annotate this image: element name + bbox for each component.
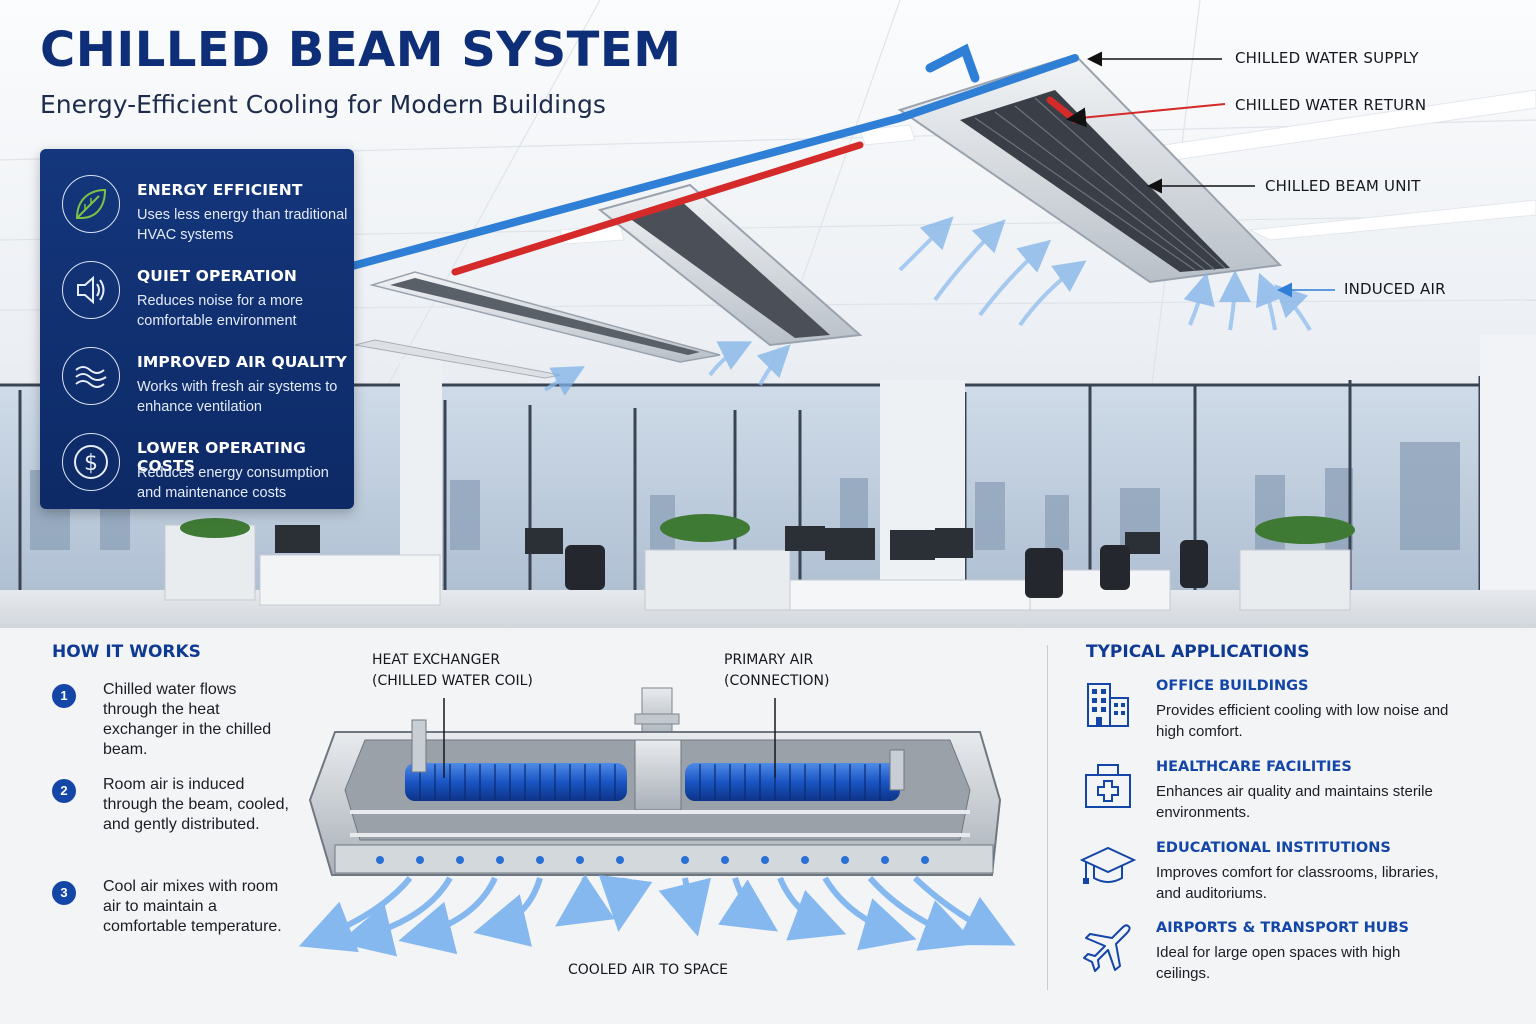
step-text: Chilled water flows through the heat exc… (103, 681, 272, 758)
step-3: 3 Cool air mixes with room air to mainta… (52, 877, 292, 957)
speaker-icon (62, 261, 120, 319)
typical-applications-title: TYPICAL APPLICATIONS (1086, 642, 1310, 662)
application-office-buildings: OFFICE BUILDINGS Provides efficient cool… (1080, 678, 1520, 754)
application-educational-institutions: EDUCATIONAL INSTITUTIONS Improves comfor… (1079, 840, 1520, 916)
benefit-quiet-operation: QUIET OPERATION Reduces noise for a more… (40, 247, 354, 333)
how-it-works-title: HOW IT WORKS (52, 642, 201, 662)
benefit-energy-efficient: ENERGY EFFICIENT Uses less energy than t… (40, 161, 354, 247)
label-cooled-air-to-space: COOLED AIR TO SPACE (568, 962, 728, 978)
benefit-text: Reduces energy consumption and maintenan… (137, 465, 329, 501)
benefit-title: QUIET OPERATION (137, 267, 297, 285)
benefits-panel: ENERGY EFFICIENT Uses less energy than t… (40, 149, 354, 509)
label-primary-air-connection: (CONNECTION) (724, 673, 830, 689)
dollar-icon: $ (62, 433, 120, 491)
application-text: Improves comfort for classrooms, librari… (1156, 864, 1439, 902)
hero-section: CHILLED BEAM SYSTEM Energy-Efficient Coo… (0, 0, 1536, 628)
step-number: 1 (52, 684, 76, 708)
section-divider (1047, 645, 1048, 990)
step-1: 1 Chilled water flows through the heat e… (52, 680, 292, 760)
callout-chilled-water-return: CHILLED WATER RETURN (1235, 96, 1427, 114)
benefit-text: Works with fresh air systems to enhance … (137, 379, 338, 415)
application-healthcare-facilities: HEALTHCARE FACILITIES Enhances air quali… (1080, 759, 1520, 835)
benefit-title: IMPROVED AIR QUALITY (137, 353, 347, 371)
beam-cross-section-diagram (280, 640, 1040, 1020)
label-heat-exchanger: HEAT EXCHANGER (372, 652, 501, 668)
svg-text:$: $ (84, 451, 98, 476)
benefit-lower-operating-costs: $ LOWER OPERATING COSTS Reduces energy c… (40, 419, 354, 505)
application-text: Enhances air quality and maintains steri… (1156, 783, 1433, 821)
hospital-icon (1080, 759, 1136, 815)
benefit-title: ENERGY EFFICIENT (137, 181, 303, 199)
building-icon (1080, 678, 1136, 734)
step-text: Room air is induced through the beam, co… (103, 776, 289, 833)
airplane-icon (1080, 920, 1136, 976)
callout-chilled-beam-unit: CHILLED BEAM UNIT (1265, 177, 1421, 195)
application-title: EDUCATIONAL INSTITUTIONS (1156, 840, 1391, 856)
application-text: Provides efficient cooling with low nois… (1156, 702, 1449, 740)
application-title: AIRPORTS & TRANSPORT HUBS (1156, 920, 1409, 936)
callout-induced-air: INDUCED AIR (1344, 280, 1446, 298)
application-airports-transport-hubs: AIRPORTS & TRANSPORT HUBS Ideal for larg… (1080, 920, 1520, 996)
benefit-improved-air-quality: IMPROVED AIR QUALITY Works with fresh ai… (40, 333, 354, 419)
application-text: Ideal for large open spaces with high ce… (1156, 944, 1401, 982)
leaf-icon (62, 175, 120, 233)
step-number: 2 (52, 779, 76, 803)
graduation-cap-icon (1079, 840, 1137, 896)
benefit-title: LOWER OPERATING COSTS (137, 439, 306, 475)
label-chilled-water-coil: (CHILLED WATER COIL) (372, 673, 533, 689)
step-number: 3 (52, 881, 76, 905)
page-title: CHILLED BEAM SYSTEM (40, 22, 682, 78)
application-title: OFFICE BUILDINGS (1156, 678, 1309, 694)
step-text: Cool air mixes with room air to maintain… (103, 878, 282, 935)
benefit-text: Uses less energy than traditional HVAC s… (137, 207, 348, 243)
airflow-icon (62, 347, 120, 405)
benefit-text: Reduces noise for a more comfortable env… (137, 293, 304, 329)
beam-cross-section-drawing (298, 687, 1016, 957)
label-primary-air: PRIMARY AIR (724, 652, 814, 668)
application-title: HEALTHCARE FACILITIES (1156, 759, 1352, 775)
page-subtitle: Energy-Efficient Cooling for Modern Buil… (40, 90, 606, 119)
step-2: 2 Room air is induced through the beam, … (52, 775, 292, 855)
callout-chilled-water-supply: CHILLED WATER SUPPLY (1235, 49, 1419, 67)
